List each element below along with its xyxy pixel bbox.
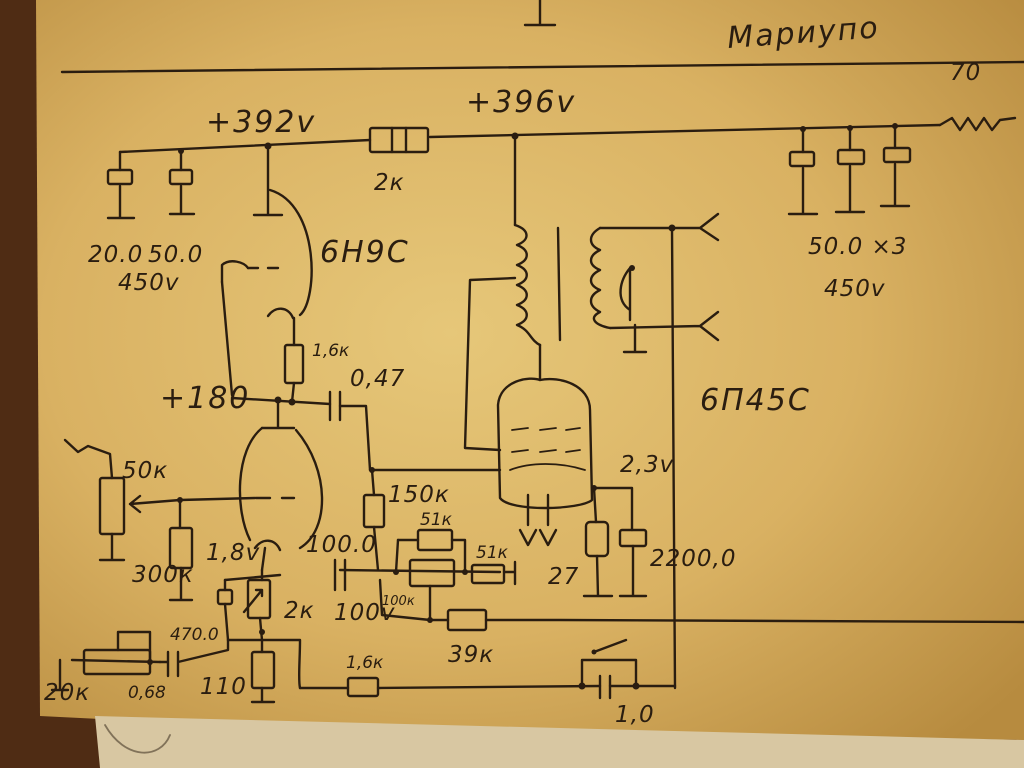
driver-tube-label: 6Н9С bbox=[320, 235, 410, 270]
cathode-cap-voltage-label: 100v bbox=[334, 600, 396, 626]
output-cathode-network bbox=[582, 485, 648, 598]
anode-resistor-label: 1,6к bbox=[312, 341, 350, 361]
voltage-b-plus-right: +396v bbox=[466, 85, 576, 120]
voltage-grid-node: +180 bbox=[160, 381, 250, 416]
cathode-bias-label: 1,8v bbox=[206, 540, 260, 566]
top-symbol bbox=[523, 0, 557, 27]
output-tube bbox=[496, 343, 594, 547]
input-pot-label: 20к bbox=[44, 680, 90, 706]
filter-capacitor-left bbox=[106, 168, 136, 220]
driver-cathode-network bbox=[216, 568, 302, 704]
heater-voltage-label: 2,3v bbox=[620, 452, 674, 478]
fb-resistor-b-label: 51к bbox=[476, 543, 509, 563]
grid-resistor bbox=[168, 497, 194, 602]
header-right-fragment: 70 bbox=[950, 60, 981, 86]
paper-sheet-under bbox=[95, 716, 1024, 768]
paper-sheet bbox=[36, 0, 1024, 740]
under-sheet-scribble bbox=[104, 724, 171, 754]
feedback-network bbox=[333, 528, 517, 623]
output-transformer bbox=[513, 134, 720, 690]
cap-voltage-label: 450v bbox=[118, 270, 180, 296]
header-rule bbox=[60, 60, 1024, 74]
output-grid-resistor-label: 150к bbox=[388, 482, 450, 508]
coupling-capacitor-label: 0,47 bbox=[350, 366, 405, 392]
grid-node-dot-2 bbox=[288, 398, 296, 406]
bottom-feedback bbox=[298, 638, 677, 700]
filter-capacitor-bank bbox=[787, 124, 912, 216]
grid-resistor-label: 300к bbox=[132, 562, 194, 588]
cap-a-label: 20.0 bbox=[88, 242, 143, 268]
output-grid-resistor bbox=[362, 468, 386, 572]
resistor-1k6-bottom-label: 1,6к bbox=[346, 653, 384, 673]
cathode-cap-label: 100.0 bbox=[306, 532, 377, 558]
coupling-capacitor bbox=[328, 390, 372, 472]
cap-b-label: 50.0 bbox=[148, 242, 203, 268]
cathode-cap-small-label: 470.0 bbox=[170, 625, 219, 645]
cap-2200-label: 2200,0 bbox=[650, 546, 736, 572]
screen-wire bbox=[463, 276, 517, 452]
driver-tube-upper bbox=[220, 144, 313, 397]
resistor-39k bbox=[446, 608, 1024, 632]
fb-pot-label: 100к bbox=[382, 594, 415, 609]
series-resistor bbox=[368, 126, 430, 154]
volume-pot-label: 50к bbox=[122, 458, 168, 484]
driver-tube-lower bbox=[178, 398, 324, 572]
resistor-39k-label: 39к bbox=[448, 642, 494, 668]
output-tube-label: 6П45С bbox=[700, 383, 811, 418]
input-network bbox=[50, 630, 230, 692]
voltage-b-plus-left: +392v bbox=[206, 105, 316, 140]
resistor-27-label: 27 bbox=[548, 564, 579, 590]
cap-bank-voltage-label: 450v bbox=[824, 276, 886, 302]
fb-resistor-a-label: 51к bbox=[420, 510, 453, 530]
switch-cap-label: 1,0 bbox=[615, 702, 655, 728]
volume-potentiometer bbox=[63, 438, 182, 562]
filter-capacitor-second bbox=[168, 149, 196, 216]
cap-bank-label: 50.0 ×3 bbox=[808, 234, 907, 260]
series-resistor-label: 2к bbox=[374, 170, 405, 196]
cathode-pot-label: 2к bbox=[284, 598, 315, 624]
input-cap-label: 0,68 bbox=[128, 683, 166, 703]
resistor-110-label: 110 bbox=[200, 674, 247, 700]
